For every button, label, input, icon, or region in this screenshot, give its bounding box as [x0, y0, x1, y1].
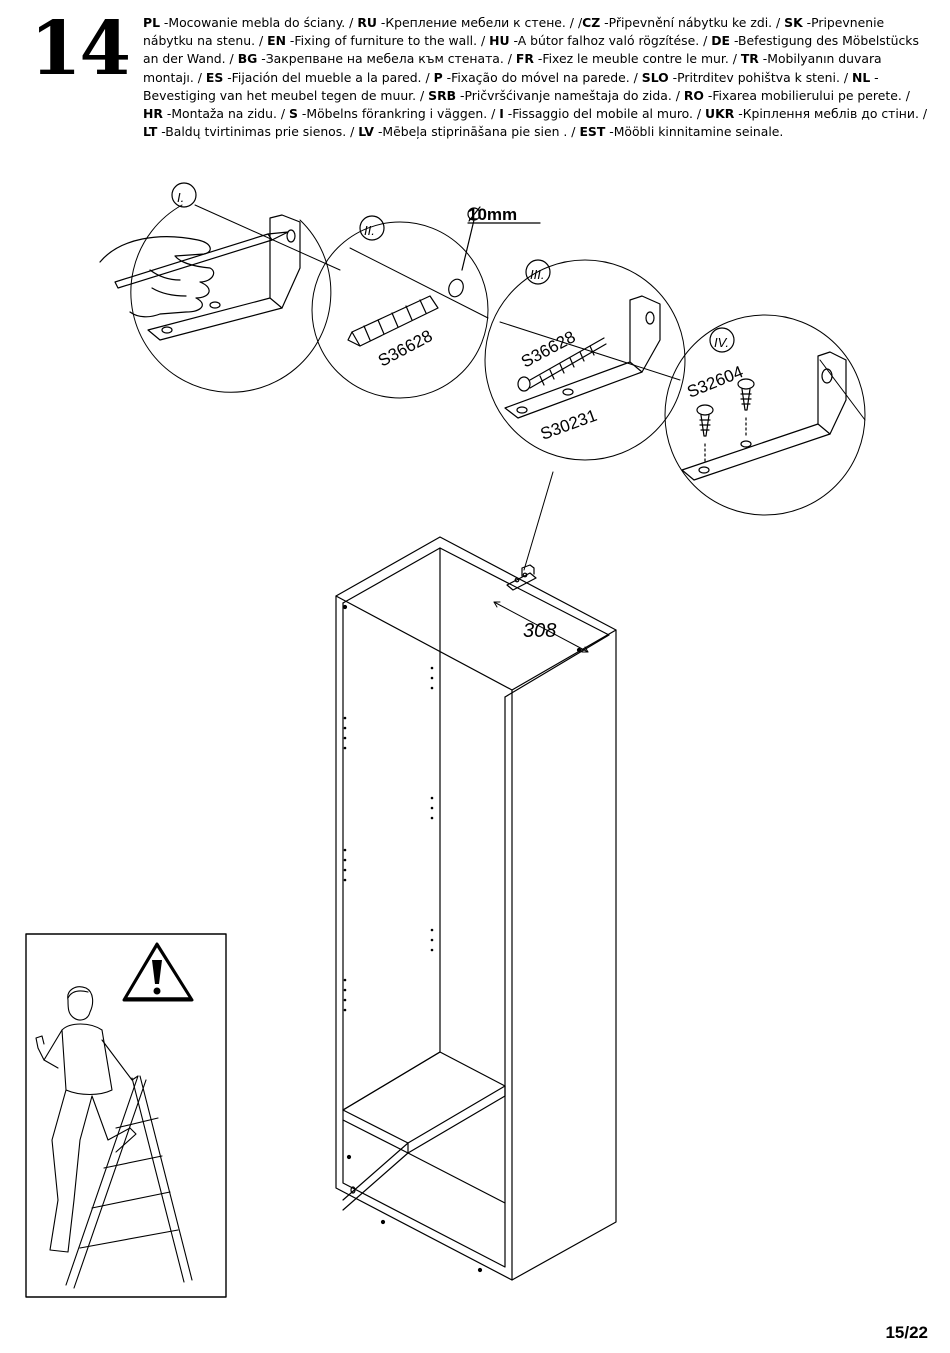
lang-lv: LV -Mēbeļa stiprināšana pie sien . / — [358, 124, 576, 140]
lang-cz: /CZ -Připevnění nábytku ke zdi. / — [577, 15, 781, 30]
lang-nl: NL -Bevestiging van het meubel tegen de … — [143, 69, 879, 103]
detail-step-4: IV. S32604 — [664, 314, 866, 516]
cabinet-drawing: 308 — [335, 536, 617, 1281]
step-number: 14 — [30, 6, 131, 92]
warning-icon — [122, 942, 194, 1002]
detail-step-1: I. — [99, 182, 341, 393]
cabinet-screw-code: S32604 — [684, 362, 745, 402]
page-number: 15/22 — [885, 1323, 928, 1342]
lang-ukr: UKR -Кріплення меблів до стіни. / — [705, 106, 928, 122]
instruction-text: PL -Mocowanie mebla do ściany. / RU -Кре… — [143, 14, 933, 141]
lang-p: P -Fixação do móvel na parede. / — [433, 69, 638, 85]
detail-step-2: II. 10mm S36628 — [311, 205, 541, 399]
lang-srb: SRB -Pričvršćivanje nameštaja do zida. / — [428, 87, 680, 103]
lang-slo: SLO -Pritrditev pohištva k steni. / — [641, 69, 849, 85]
man-on-ladder-illustration — [35, 986, 193, 1289]
lang-pl: PL -Mocowanie mebla do ściany. / — [143, 15, 354, 30]
lang-en: EN -Fixing of furniture to the wall. / — [267, 33, 486, 49]
lang-bg: BG -Закрепване на мебела към стената. / — [237, 51, 512, 67]
step-3-label: III. — [530, 267, 544, 282]
step-1-label: I. — [177, 190, 184, 205]
step-2-label: II. — [364, 223, 375, 238]
detail-step-3: III. S36628 S30231 — [484, 259, 686, 461]
warning-box — [25, 933, 227, 1298]
depth-dimension: 308 — [523, 620, 556, 642]
lang-hu: HU -A bútor falhoz való rögzítése. / — [489, 33, 708, 49]
lang-s: S -Möbelns förankring i väggen. / — [289, 106, 496, 122]
lang-fr: FR -Fixez le meuble contre le mur. / — [515, 51, 737, 67]
drill-diameter: 10mm — [468, 205, 517, 224]
lang-i: I -Fissaggio del mobile al muro. / — [499, 106, 702, 122]
lang-tr: TR -Mobilyanın duvara montajı. / — [143, 51, 882, 85]
lang-sk: SK -Pripevnenie nábytku na stenu. / — [143, 15, 885, 49]
lang-est: EST -Mööbli kinnitamine seinale. — [579, 124, 784, 140]
step-4-label: IV. — [714, 335, 729, 350]
lang-lt: LT -Baldų tvirtinimas prie sienos. / — [143, 124, 355, 140]
leader-line — [523, 471, 554, 571]
lang-es: ES -Fijación del mueble a la pared. / — [205, 69, 430, 85]
lang-de: DE -Befestigung des Möbelstücks an der W… — [143, 33, 919, 67]
lang-ru: RU -Крепление мебели к стене. / — [357, 15, 574, 30]
lang-ro: RO -Fixarea mobilierului pe perete. / — [683, 87, 910, 103]
lang-hr: HR -Montaža na zidu. / — [143, 106, 286, 122]
bracket-code: S30231 — [538, 406, 600, 444]
